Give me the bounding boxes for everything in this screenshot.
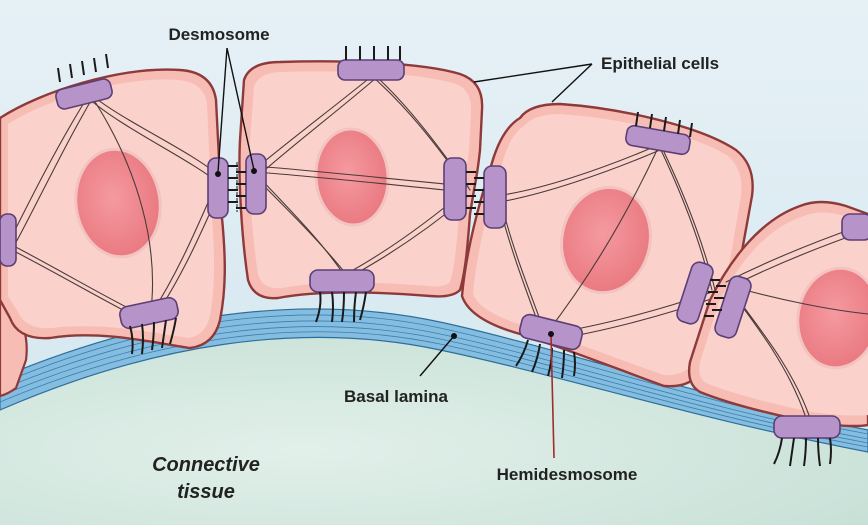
- desmosome-label: Desmosome: [168, 25, 270, 177]
- hemidesmosome-1: [119, 296, 179, 355]
- basal-lamina-label: Basal lamina: [344, 333, 457, 406]
- desmosome-3: [676, 261, 752, 339]
- epithelial-cell-1: [0, 68, 226, 350]
- svg-text:Hemidesmosome: Hemidesmosome: [497, 465, 638, 484]
- connective-tissue-label: Connective tissue: [152, 454, 260, 503]
- nucleus: [314, 127, 390, 227]
- epithelial-cell-2: [238, 60, 484, 300]
- nucleus: [74, 147, 162, 259]
- nucleus: [560, 185, 652, 295]
- connective-tissue: [0, 337, 868, 525]
- nucleus: [796, 266, 868, 370]
- hemidesmosome-4: [773, 415, 841, 467]
- svg-text:Connective: Connective: [152, 454, 260, 476]
- epithelial-cell-4: [687, 200, 868, 428]
- desmosome-1: [207, 153, 267, 219]
- svg-text:tissue: tissue: [177, 481, 235, 503]
- apical-plaque-1: [55, 53, 113, 110]
- desmosome-partial-right: [841, 213, 868, 241]
- apical-plaque-3: [625, 111, 693, 156]
- svg-text:Basal lamina: Basal lamina: [344, 387, 448, 406]
- hemidesmosome-label: Hemidesmosome: [497, 331, 638, 484]
- svg-text:Desmosome: Desmosome: [168, 25, 269, 44]
- epithelial-cells-label: Epithelial cells: [473, 54, 719, 103]
- desmosome-2: [443, 157, 507, 229]
- apical-plaque-2: [337, 46, 405, 81]
- svg-text:Epithelial cells: Epithelial cells: [601, 54, 719, 73]
- desmosome-partial-left: [0, 213, 17, 267]
- hemidesmosome-2: [309, 269, 375, 323]
